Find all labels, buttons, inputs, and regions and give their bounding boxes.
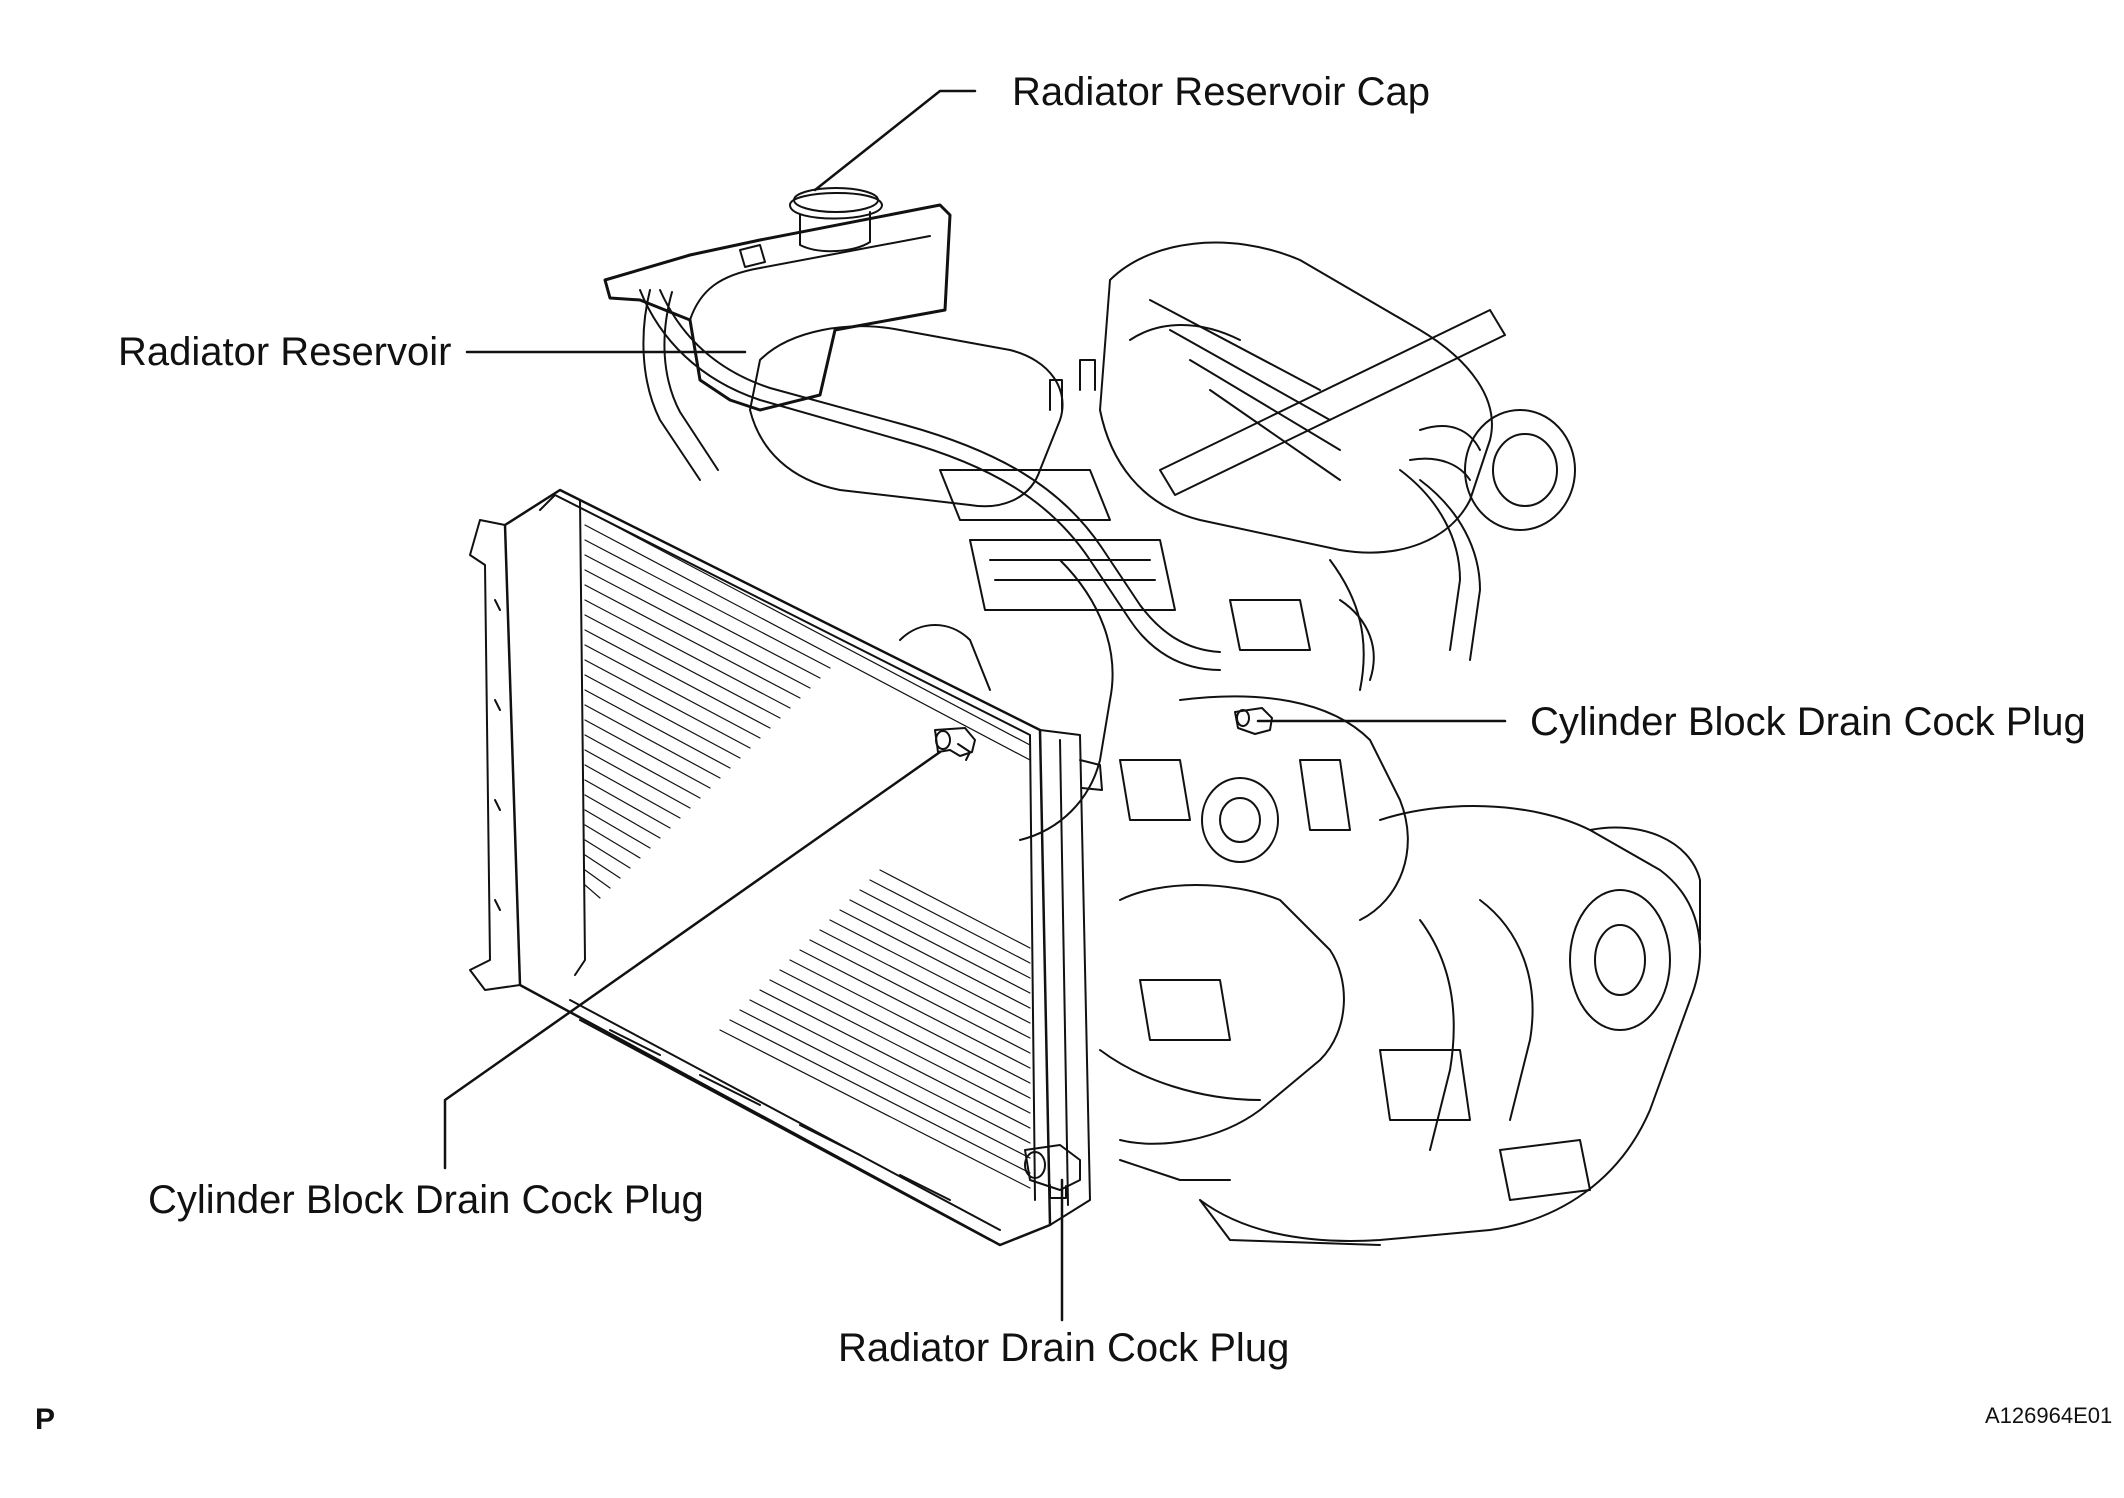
engine-assembly [640, 243, 1700, 1245]
label-radiator-reservoir: Radiator Reservoir [118, 330, 452, 374]
figure-code: A126964E01 [1985, 1403, 2113, 1428]
label-radiator-drain-cock-plug: Radiator Drain Cock Plug [838, 1326, 1290, 1370]
leader-lines [445, 91, 1505, 1320]
label-cylinder-block-drain-cock-plug-right: Cylinder Block Drain Cock Plug [1530, 700, 2086, 744]
view-letter: P [35, 1403, 56, 1436]
label-radiator-reservoir-cap: Radiator Reservoir Cap [1012, 70, 1430, 114]
label-cylinder-block-drain-cock-plug-left: Cylinder Block Drain Cock Plug [148, 1178, 704, 1222]
leader-block-drain-left [445, 752, 940, 1168]
radiator-drawing [470, 490, 1272, 1245]
leader-reservoir-cap [815, 91, 975, 190]
reservoir-tank-drawing [605, 188, 950, 480]
